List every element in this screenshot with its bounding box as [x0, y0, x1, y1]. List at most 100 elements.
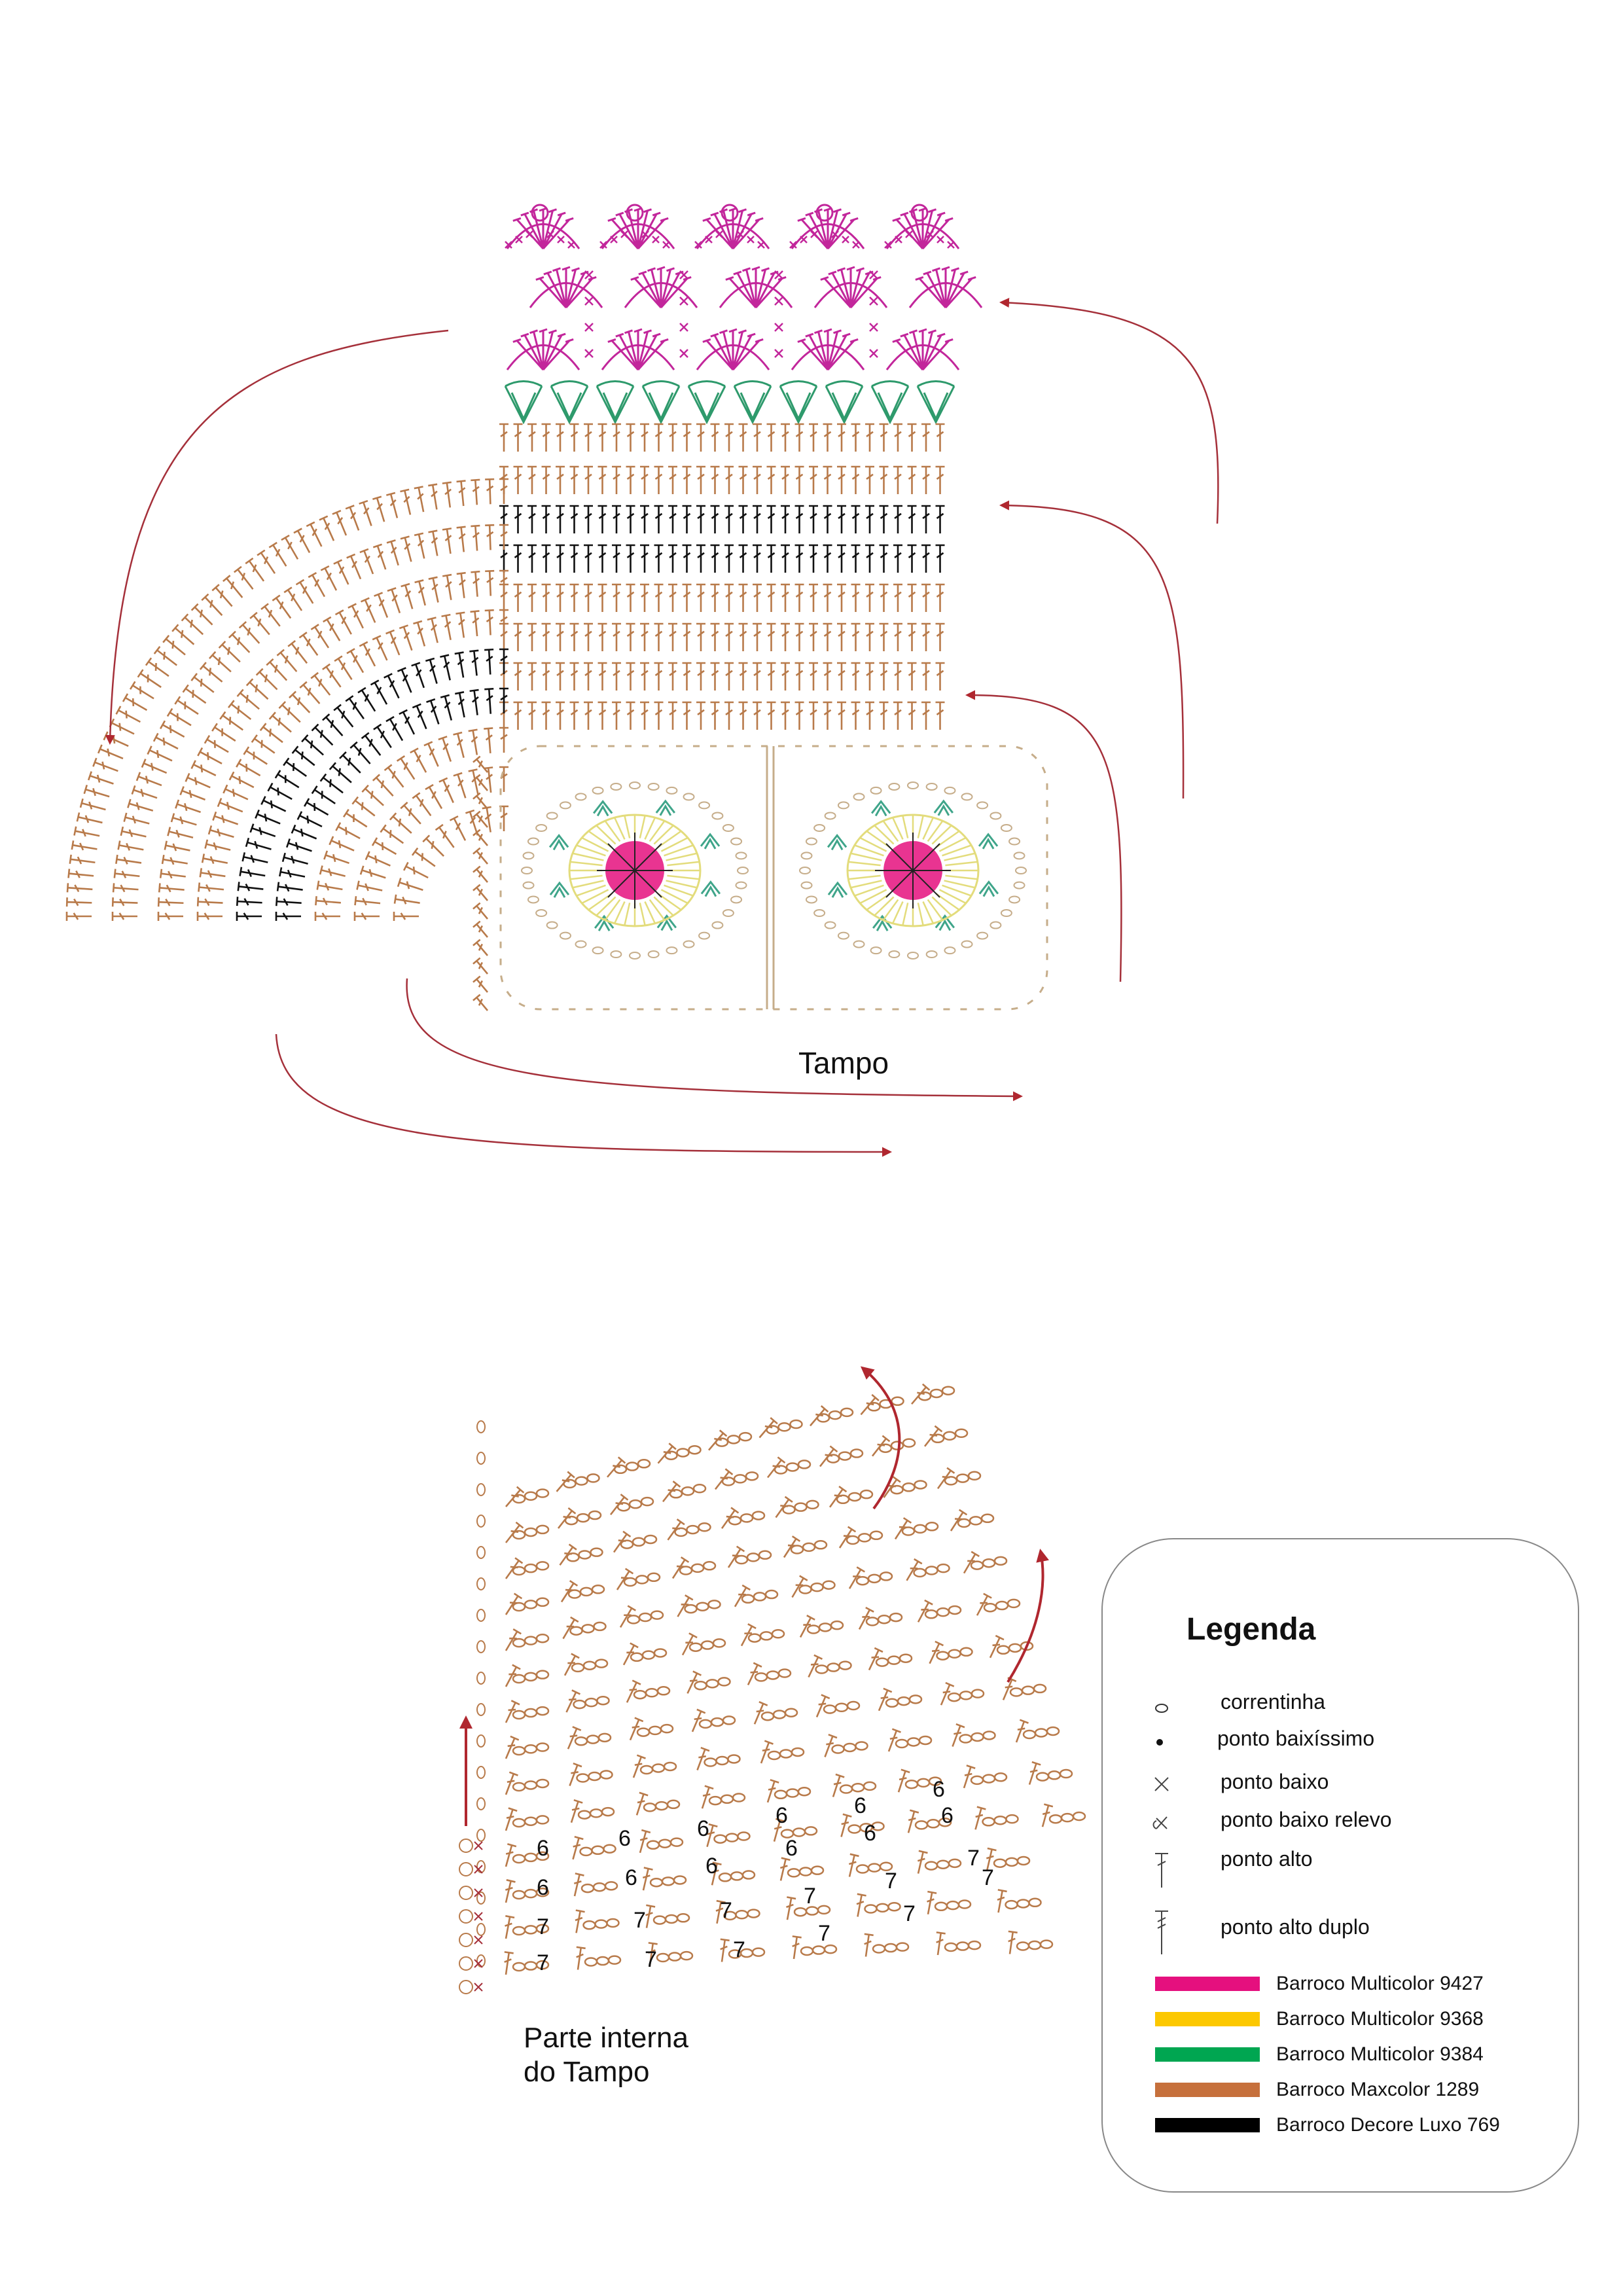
double-stitch	[893, 622, 902, 651]
chain	[785, 1462, 800, 1472]
double-stitch	[73, 826, 100, 837]
double-stitch	[335, 822, 361, 840]
chain	[576, 1513, 590, 1523]
chain	[802, 1542, 816, 1552]
pink-shell	[506, 328, 580, 371]
chain	[759, 1631, 774, 1641]
pink-shell	[529, 266, 603, 309]
chain	[828, 1410, 842, 1420]
row-number: 6	[537, 1836, 549, 1861]
double-stitch	[71, 840, 98, 851]
small-cross	[599, 241, 607, 249]
double-stitch	[753, 701, 762, 730]
chain	[779, 1749, 793, 1759]
chain	[535, 1851, 550, 1861]
chain	[918, 1735, 933, 1746]
double-stitch	[997, 1889, 1007, 1913]
double-stitch	[714, 1468, 734, 1490]
chain	[936, 1607, 950, 1617]
double-stitch	[440, 694, 453, 721]
double-stitch	[619, 1605, 636, 1628]
chain	[792, 1827, 806, 1837]
double-stitch	[289, 691, 311, 713]
double-stitch	[505, 1915, 515, 1939]
double-stitch	[399, 709, 416, 735]
chain	[747, 1633, 762, 1643]
double-stitch	[766, 465, 776, 494]
double-stitch	[823, 583, 832, 612]
double-stitch	[837, 544, 846, 573]
double-stitch	[137, 669, 162, 689]
double-stitch	[399, 624, 413, 651]
row-number: 6	[697, 1816, 709, 1841]
double-stitch	[632, 1754, 646, 1778]
picot	[531, 204, 549, 222]
chain	[594, 1919, 608, 1929]
double-stitch	[569, 662, 579, 691]
double-stitch	[779, 1857, 791, 1881]
double-stitch	[738, 505, 748, 533]
double-stitch	[387, 587, 401, 613]
chain	[591, 1845, 605, 1856]
double-stitch	[334, 609, 352, 635]
edge-chain	[476, 1734, 486, 1748]
chain	[855, 1575, 870, 1586]
direction-arrows-bottom	[459, 1366, 1049, 1826]
double-stitch	[255, 809, 281, 825]
chain	[948, 1605, 962, 1615]
edge-cross	[474, 1982, 483, 1992]
edge-picot	[459, 1839, 473, 1853]
double-stitch	[315, 896, 341, 906]
double-stitch	[329, 836, 355, 852]
chain	[867, 1863, 882, 1873]
double-stitch	[175, 799, 201, 814]
double-stitch	[473, 810, 488, 828]
chain	[684, 1604, 698, 1614]
chain	[582, 1920, 596, 1930]
double-stitch	[794, 423, 804, 452]
double-stitch	[710, 505, 720, 533]
chain	[1016, 1856, 1031, 1866]
chain	[875, 1657, 889, 1667]
chain	[804, 1826, 818, 1836]
double-stitch	[112, 883, 139, 893]
double-stitch	[794, 662, 804, 691]
double-stitch	[667, 1518, 685, 1541]
double-stitch	[485, 478, 495, 505]
double-stitch	[597, 505, 607, 533]
chain	[651, 1763, 666, 1773]
chain	[865, 1617, 880, 1626]
chain	[967, 1471, 982, 1481]
chain	[995, 1600, 1009, 1611]
double-stitch	[640, 423, 649, 452]
chain	[590, 1547, 603, 1557]
double-stitch	[794, 701, 804, 730]
double-stitch	[153, 646, 177, 666]
edge-chain	[476, 1829, 486, 1842]
double-stitch	[935, 544, 945, 573]
double-stitch	[275, 912, 301, 921]
double-stitch	[766, 505, 776, 533]
double-stitch	[1008, 1930, 1018, 1954]
double-stitch	[190, 673, 215, 693]
double-stitch	[612, 544, 621, 573]
double-stitch	[157, 897, 184, 907]
small-cross	[584, 349, 594, 358]
chain	[936, 1859, 950, 1869]
double-stitch	[319, 773, 344, 794]
edge-picot	[459, 1886, 473, 1900]
edge-chain	[476, 1640, 486, 1653]
chain	[741, 1594, 755, 1604]
double-stitch	[414, 579, 426, 606]
double-stitch	[236, 912, 262, 921]
double-stitch	[427, 617, 438, 643]
chain	[688, 1444, 702, 1455]
swatch-9384	[1155, 2047, 1260, 2062]
double-stitch	[906, 1558, 923, 1581]
chain	[524, 1491, 538, 1501]
chain	[924, 1861, 938, 1871]
double-stitch	[310, 672, 331, 696]
double-stitch	[824, 1733, 838, 1757]
chain	[914, 1480, 927, 1490]
double-stitch	[236, 759, 261, 777]
